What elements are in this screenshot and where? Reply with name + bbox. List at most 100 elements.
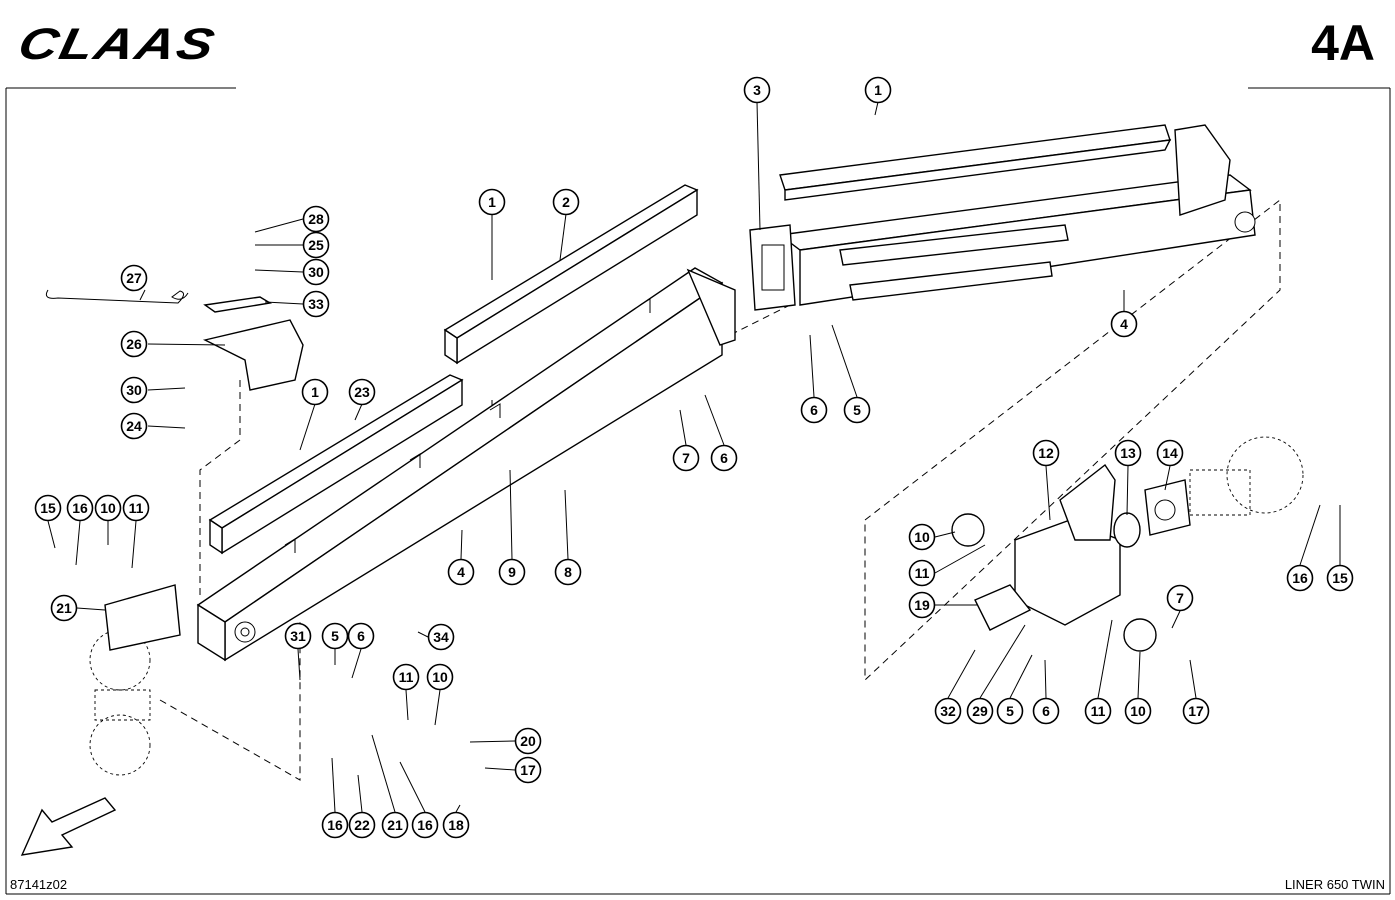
callout-4: 4 — [1110, 310, 1138, 338]
callout-circle — [34, 494, 62, 522]
callout-8: 8 — [554, 558, 582, 586]
callout-circle — [120, 376, 148, 404]
callout-number: 4 — [457, 564, 465, 580]
callout-18: 18 — [442, 811, 470, 839]
callout-number: 9 — [508, 564, 516, 580]
callout-24: 24 — [120, 412, 148, 440]
callout-21: 21 — [381, 811, 409, 839]
callout-11: 11 — [122, 494, 150, 522]
callout-number: 4 — [1120, 316, 1128, 332]
callout-circle — [392, 663, 420, 691]
callout-29: 29 — [966, 697, 994, 725]
callout-10: 10 — [426, 663, 454, 691]
frame-3 — [749, 124, 1256, 311]
callout-1: 1 — [301, 378, 329, 406]
callout-circle — [908, 591, 936, 619]
callout-circle — [934, 697, 962, 725]
callout-17: 17 — [1182, 697, 1210, 725]
callout-circle — [348, 811, 376, 839]
callout-circle — [411, 811, 439, 839]
callout-circle — [1084, 697, 1112, 725]
callout-circle — [442, 811, 470, 839]
callout-number: 18 — [448, 817, 464, 833]
callout-circle — [1114, 439, 1142, 467]
callout-9: 9 — [498, 558, 526, 586]
callout-circle — [1166, 584, 1194, 612]
callout-30: 30 — [302, 258, 330, 286]
callout-number: 27 — [126, 270, 142, 286]
callout-circle — [302, 205, 330, 233]
callout-1: 1 — [478, 188, 506, 216]
callout-circle — [800, 396, 828, 424]
callout-number: 11 — [1091, 703, 1106, 719]
callout-number: 1 — [311, 384, 319, 400]
callout-circle — [94, 494, 122, 522]
callout-15: 15 — [34, 494, 62, 522]
callout-11: 11 — [392, 663, 420, 691]
callout-11: 11 — [908, 559, 936, 587]
callout-20: 20 — [514, 727, 542, 755]
callout-number: 10 — [100, 500, 116, 516]
callout-number: 5 — [331, 628, 339, 644]
callout-number: 14 — [1162, 445, 1178, 461]
callout-number: 10 — [432, 669, 448, 685]
callout-31: 31 — [284, 622, 312, 650]
callout-27: 27 — [120, 264, 148, 292]
guard-26 — [202, 296, 304, 391]
callout-28: 28 — [302, 205, 330, 233]
callout-number: 1 — [874, 82, 882, 98]
callout-number: 3 — [753, 82, 761, 98]
callout-26: 26 — [120, 330, 148, 358]
callout-number: 8 — [564, 564, 572, 580]
callout-16: 16 — [66, 494, 94, 522]
callout-circle — [864, 76, 892, 104]
callout-circle — [321, 622, 349, 650]
callout-number: 20 — [520, 733, 536, 749]
callout-7: 7 — [1166, 584, 1194, 612]
callout-circle — [672, 444, 700, 472]
callout-circle — [447, 558, 475, 586]
callout-number: 13 — [1120, 445, 1136, 461]
callout-circle — [478, 188, 506, 216]
callout-circle — [996, 697, 1024, 725]
callout-number: 6 — [720, 450, 728, 466]
callout-circle — [302, 231, 330, 259]
frame-lines — [5, 87, 1391, 895]
callout-circle — [302, 258, 330, 286]
callout-circle — [1182, 697, 1210, 725]
callout-number: 16 — [417, 817, 433, 833]
callout-6: 6 — [710, 444, 738, 472]
callout-25: 25 — [302, 231, 330, 259]
callout-number: 6 — [810, 402, 818, 418]
callout-number: 29 — [972, 703, 988, 719]
callout-6: 6 — [347, 622, 375, 650]
callout-circle — [302, 290, 330, 318]
gearbox-left — [89, 584, 181, 776]
callout-number: 28 — [308, 211, 324, 227]
callout-circle — [552, 188, 580, 216]
callout-circle — [710, 444, 738, 472]
callout-number: 15 — [40, 500, 56, 516]
callout-10: 10 — [1124, 697, 1152, 725]
callout-circle — [1326, 564, 1354, 592]
callout-5: 5 — [843, 396, 871, 424]
callout-number: 11 — [129, 500, 144, 516]
callout-circle — [1110, 310, 1138, 338]
callout-11: 11 — [1084, 697, 1112, 725]
callout-circle — [514, 727, 542, 755]
callout-number: 21 — [387, 817, 403, 833]
callout-4: 4 — [447, 558, 475, 586]
callout-leaders — [47, 101, 1341, 813]
callout-2: 2 — [552, 188, 580, 216]
main-beam-9 — [196, 267, 736, 662]
callout-23: 23 — [348, 378, 376, 406]
callout-number: 16 — [1292, 570, 1308, 586]
callout-circle — [843, 396, 871, 424]
callout-5: 5 — [996, 697, 1024, 725]
callout-circle — [66, 494, 94, 522]
page-number: 4A — [1311, 15, 1375, 71]
callout-number: 16 — [327, 817, 343, 833]
callout-number: 5 — [853, 402, 861, 418]
callout-13: 13 — [1114, 439, 1142, 467]
